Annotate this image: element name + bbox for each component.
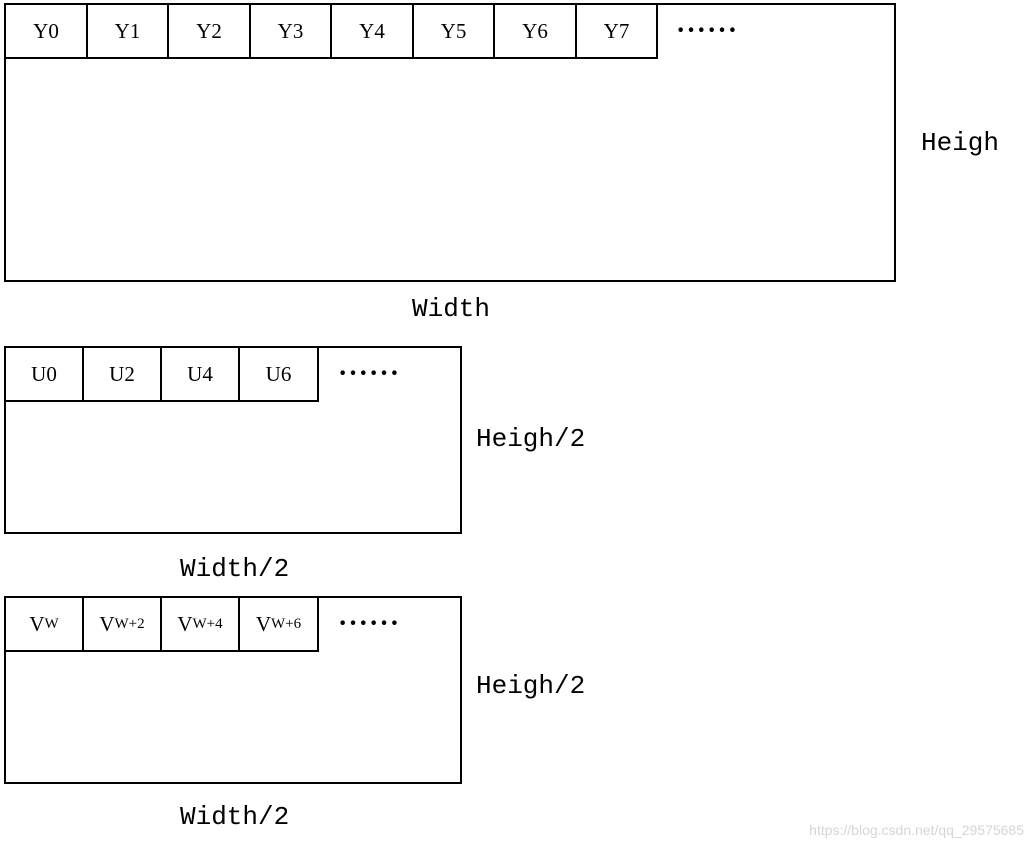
v-cell-base: V bbox=[29, 611, 45, 636]
v-cell-suffix: W bbox=[44, 615, 59, 632]
y-cell: Y7 bbox=[577, 5, 658, 59]
y-cell: Y1 bbox=[88, 5, 169, 59]
v-cell-base: V bbox=[99, 611, 115, 636]
u-cell: U0 bbox=[6, 348, 84, 402]
y-cell: Y5 bbox=[414, 5, 495, 59]
u-plane: U0 U2 U4 U6 ······ bbox=[4, 346, 462, 534]
v-plane-ellipsis: ······ bbox=[338, 608, 401, 639]
y-cell: Y0 bbox=[6, 5, 88, 59]
y-cell: Y3 bbox=[251, 5, 332, 59]
v-cell-base: V bbox=[177, 611, 193, 636]
u-plane-cells: U0 U2 U4 U6 bbox=[6, 348, 319, 402]
u-cell: U6 bbox=[240, 348, 319, 402]
y-cell: Y2 bbox=[169, 5, 251, 59]
watermark: https://blog.csdn.net/qq_29575685 bbox=[809, 822, 1024, 838]
y-plane-ellipsis: ······ bbox=[676, 15, 739, 46]
v-cell-suffix: W+4 bbox=[192, 615, 223, 632]
y-plane-cells: Y0 Y1 Y2 Y3 Y4 Y5 Y6 Y7 bbox=[6, 5, 658, 59]
u-cell: U2 bbox=[84, 348, 162, 402]
v-cell-suffix: W+6 bbox=[271, 615, 302, 632]
v-plane-height-label: Heigh/2 bbox=[476, 671, 586, 701]
v-plane-width-label: Width/2 bbox=[180, 802, 290, 832]
u-plane-width-label: Width/2 bbox=[180, 554, 290, 584]
u-cell: U4 bbox=[162, 348, 240, 402]
y-plane-width-label: Width bbox=[412, 294, 491, 324]
y-plane-height-label: Heigh bbox=[921, 128, 1000, 158]
y-cell: Y6 bbox=[495, 5, 577, 59]
y-cell: Y4 bbox=[332, 5, 414, 59]
u-plane-ellipsis: ······ bbox=[338, 358, 401, 389]
v-cell-suffix: W+2 bbox=[114, 615, 145, 632]
u-plane-height-label: Heigh/2 bbox=[476, 424, 586, 454]
y-plane: Y0 Y1 Y2 Y3 Y4 Y5 Y6 Y7 ······ bbox=[4, 3, 896, 282]
v-cell-base: V bbox=[255, 611, 272, 636]
